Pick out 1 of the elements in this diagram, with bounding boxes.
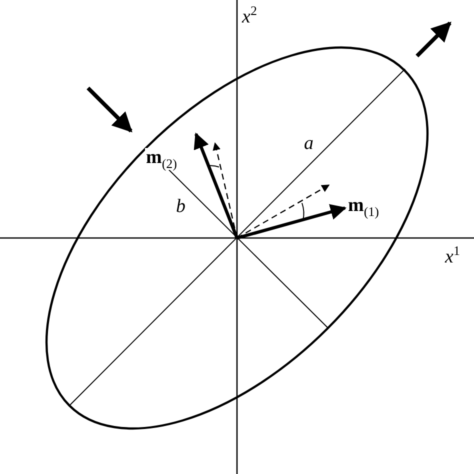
vector-label: m$_{(2)}$ [145,148,178,170]
